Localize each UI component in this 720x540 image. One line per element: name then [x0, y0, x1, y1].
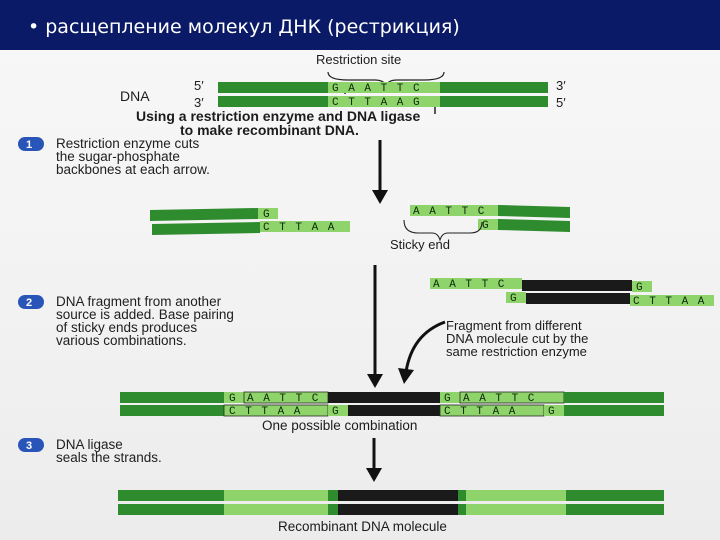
figure-area: Restriction site DNA 5′ 3′ 3′ 5′ G A A T…: [0, 50, 720, 540]
arrow-step-3-head: [366, 468, 382, 482]
step-1-line-2: the sugar-phosphate: [56, 149, 180, 164]
three-prime-bottom-left: 3′: [194, 95, 204, 110]
cut-right-top-overhang: [410, 205, 498, 216]
cut-left-bottom-seq: C T T A A: [263, 222, 336, 234]
restriction-site-top: [328, 82, 440, 93]
cut-right-bottom-base-label: G: [482, 220, 490, 232]
combination-bottom-foreign: [348, 405, 440, 416]
foreign-bottom-strand: [526, 293, 630, 304]
restriction-site-label: Restriction site: [316, 52, 401, 67]
recombinant-top-site-2: [466, 490, 566, 501]
restriction-seq-top: G A A T T C: [332, 83, 421, 95]
combination-bottom-left-strand: [120, 405, 224, 416]
step-3-line-2: seals the strands.: [56, 450, 162, 465]
combination-bottom-seg-1-label: C T T A A: [229, 406, 302, 418]
slide-title: • расщепление молекул ДНК (рестрикция): [28, 16, 460, 38]
restriction-seq-bottom: C T T A A G: [332, 97, 421, 109]
step-2-line-1: DNA fragment from another: [56, 294, 222, 309]
step-3-line-1: DNA ligase: [56, 437, 123, 452]
cut-right-top-strand: [498, 205, 570, 218]
combination-bottom-seg-4: [544, 405, 564, 416]
curved-arrow-shaft: [404, 320, 446, 373]
combination-top-left-strand: [120, 392, 224, 403]
combination-bottom-seg-2-label: G: [332, 406, 340, 418]
combination-molecule: G A A T T C G A A T T C C T T A A G C T …: [120, 391, 664, 418]
combination-top-seg-3: [440, 392, 460, 403]
sticky-end-brace: [403, 219, 483, 242]
step-2-number: 2: [26, 297, 32, 309]
recombinant-bottom-site-1: [224, 504, 328, 515]
combination-top-foreign: [328, 392, 440, 403]
step-2-line-2: source is added. Base pairing: [56, 307, 234, 322]
step-1: 1 Restriction enzyme cuts the sugar-phos…: [18, 136, 210, 177]
foreign-top-seq: A A T T C: [433, 279, 506, 291]
cut-left-fragment: G C T T A A: [150, 208, 350, 235]
step-3: 3 DNA ligase seals the strands.: [18, 437, 162, 465]
step-1-line-1: Restriction enzyme cuts: [56, 136, 200, 151]
combination-top-seg-1-label: G: [229, 393, 237, 405]
five-prime-bottom-right: 5′: [556, 95, 566, 110]
combination-bottom-seg-2: [328, 405, 348, 416]
cut-right-bottom-strand: [498, 219, 570, 232]
combination-top-seg-4-label: A A T T C: [463, 393, 536, 405]
five-prime-top: 5′: [194, 78, 204, 93]
foreign-top-overhang: [430, 278, 522, 289]
step-1-badge: [18, 137, 44, 151]
combination-top-seg-2-label: A A T T C: [247, 393, 320, 405]
recombinant-molecule: [118, 490, 664, 515]
combination-top-seg-3-label: G: [444, 393, 452, 405]
fragment-label-line-3: same restriction enzyme: [446, 344, 587, 359]
recombinant-top-site-1: [224, 490, 328, 501]
fragment-label-line-2: DNA molecule cut by the: [446, 331, 588, 346]
heading-line2: to make recombinant DNA.: [180, 122, 359, 138]
cut-left-top-base: [258, 208, 278, 219]
step-3-number: 3: [26, 440, 32, 452]
combination-top-right-strand: [564, 392, 664, 403]
sticky-end-label: Sticky end: [390, 237, 450, 252]
step-2-line-3: of sticky ends produces: [56, 320, 197, 335]
recombinant-label: Recombinant DNA molecule: [278, 519, 447, 534]
foreign-bottom-overhang: [630, 295, 714, 306]
foreign-bottom-base: [506, 292, 526, 303]
cut-right-top-seq: A A T T C: [413, 206, 486, 218]
step-2-line-4: various combinations.: [56, 333, 187, 348]
foreign-fragment: A A T T C G G C T T A A: [430, 278, 714, 308]
cut-left-bottom-strand: [152, 222, 260, 235]
combination-bottom-right-strand: [564, 405, 664, 416]
combination-bottom-seg-3-label: C T T A A: [444, 406, 517, 418]
recombinant-top-foreign: [338, 490, 458, 501]
foreign-top-base-label: G: [636, 282, 644, 294]
step-1-line-3: backbones at each arrow.: [56, 162, 210, 177]
step-3-badge: [18, 438, 44, 452]
heading-line1: Using a restriction enzyme and DNA ligas…: [136, 108, 420, 124]
fragment-label-line-1: Fragment from different: [446, 318, 582, 333]
curved-arrow-head: [398, 368, 414, 384]
foreign-bottom-base-label: G: [510, 293, 518, 305]
dna-label: DNA: [120, 88, 150, 104]
step-1-number: 1: [26, 139, 32, 151]
cut-right-fragment: A A T T C G: [410, 205, 570, 232]
cut-left-top-strand: [150, 208, 258, 221]
cut-right-bottom-base: [478, 219, 498, 230]
cut-left-bottom-overhang: [260, 221, 350, 232]
recombinant-bottom-foreign: [338, 504, 458, 515]
recombinant-dna-diagram: Restriction site DNA 5′ 3′ 3′ 5′ G A A T…: [18, 52, 714, 534]
foreign-top-base: [632, 281, 652, 292]
recombinant-bottom-site-2: [466, 504, 566, 515]
three-prime-top-right: 3′: [556, 78, 566, 93]
foreign-bottom-seq: C T T A A: [633, 296, 706, 308]
arrow-step-2-head: [367, 374, 383, 388]
combination-label: One possible combination: [262, 418, 417, 433]
restriction-site-bottom: [328, 96, 440, 107]
combination-bottom-seg-4-label: G: [548, 406, 556, 418]
combination-top-seg-1: [224, 392, 244, 403]
step-2: 2 DNA fragment from another source is ad…: [18, 294, 234, 348]
title-bar: • расщепление молекул ДНК (рестрикция): [0, 0, 720, 50]
step-2-badge: [18, 295, 44, 309]
cut-left-top-base-label: G: [263, 209, 271, 221]
arrow-step-1-head: [372, 190, 388, 204]
foreign-top-strand: [522, 280, 632, 291]
